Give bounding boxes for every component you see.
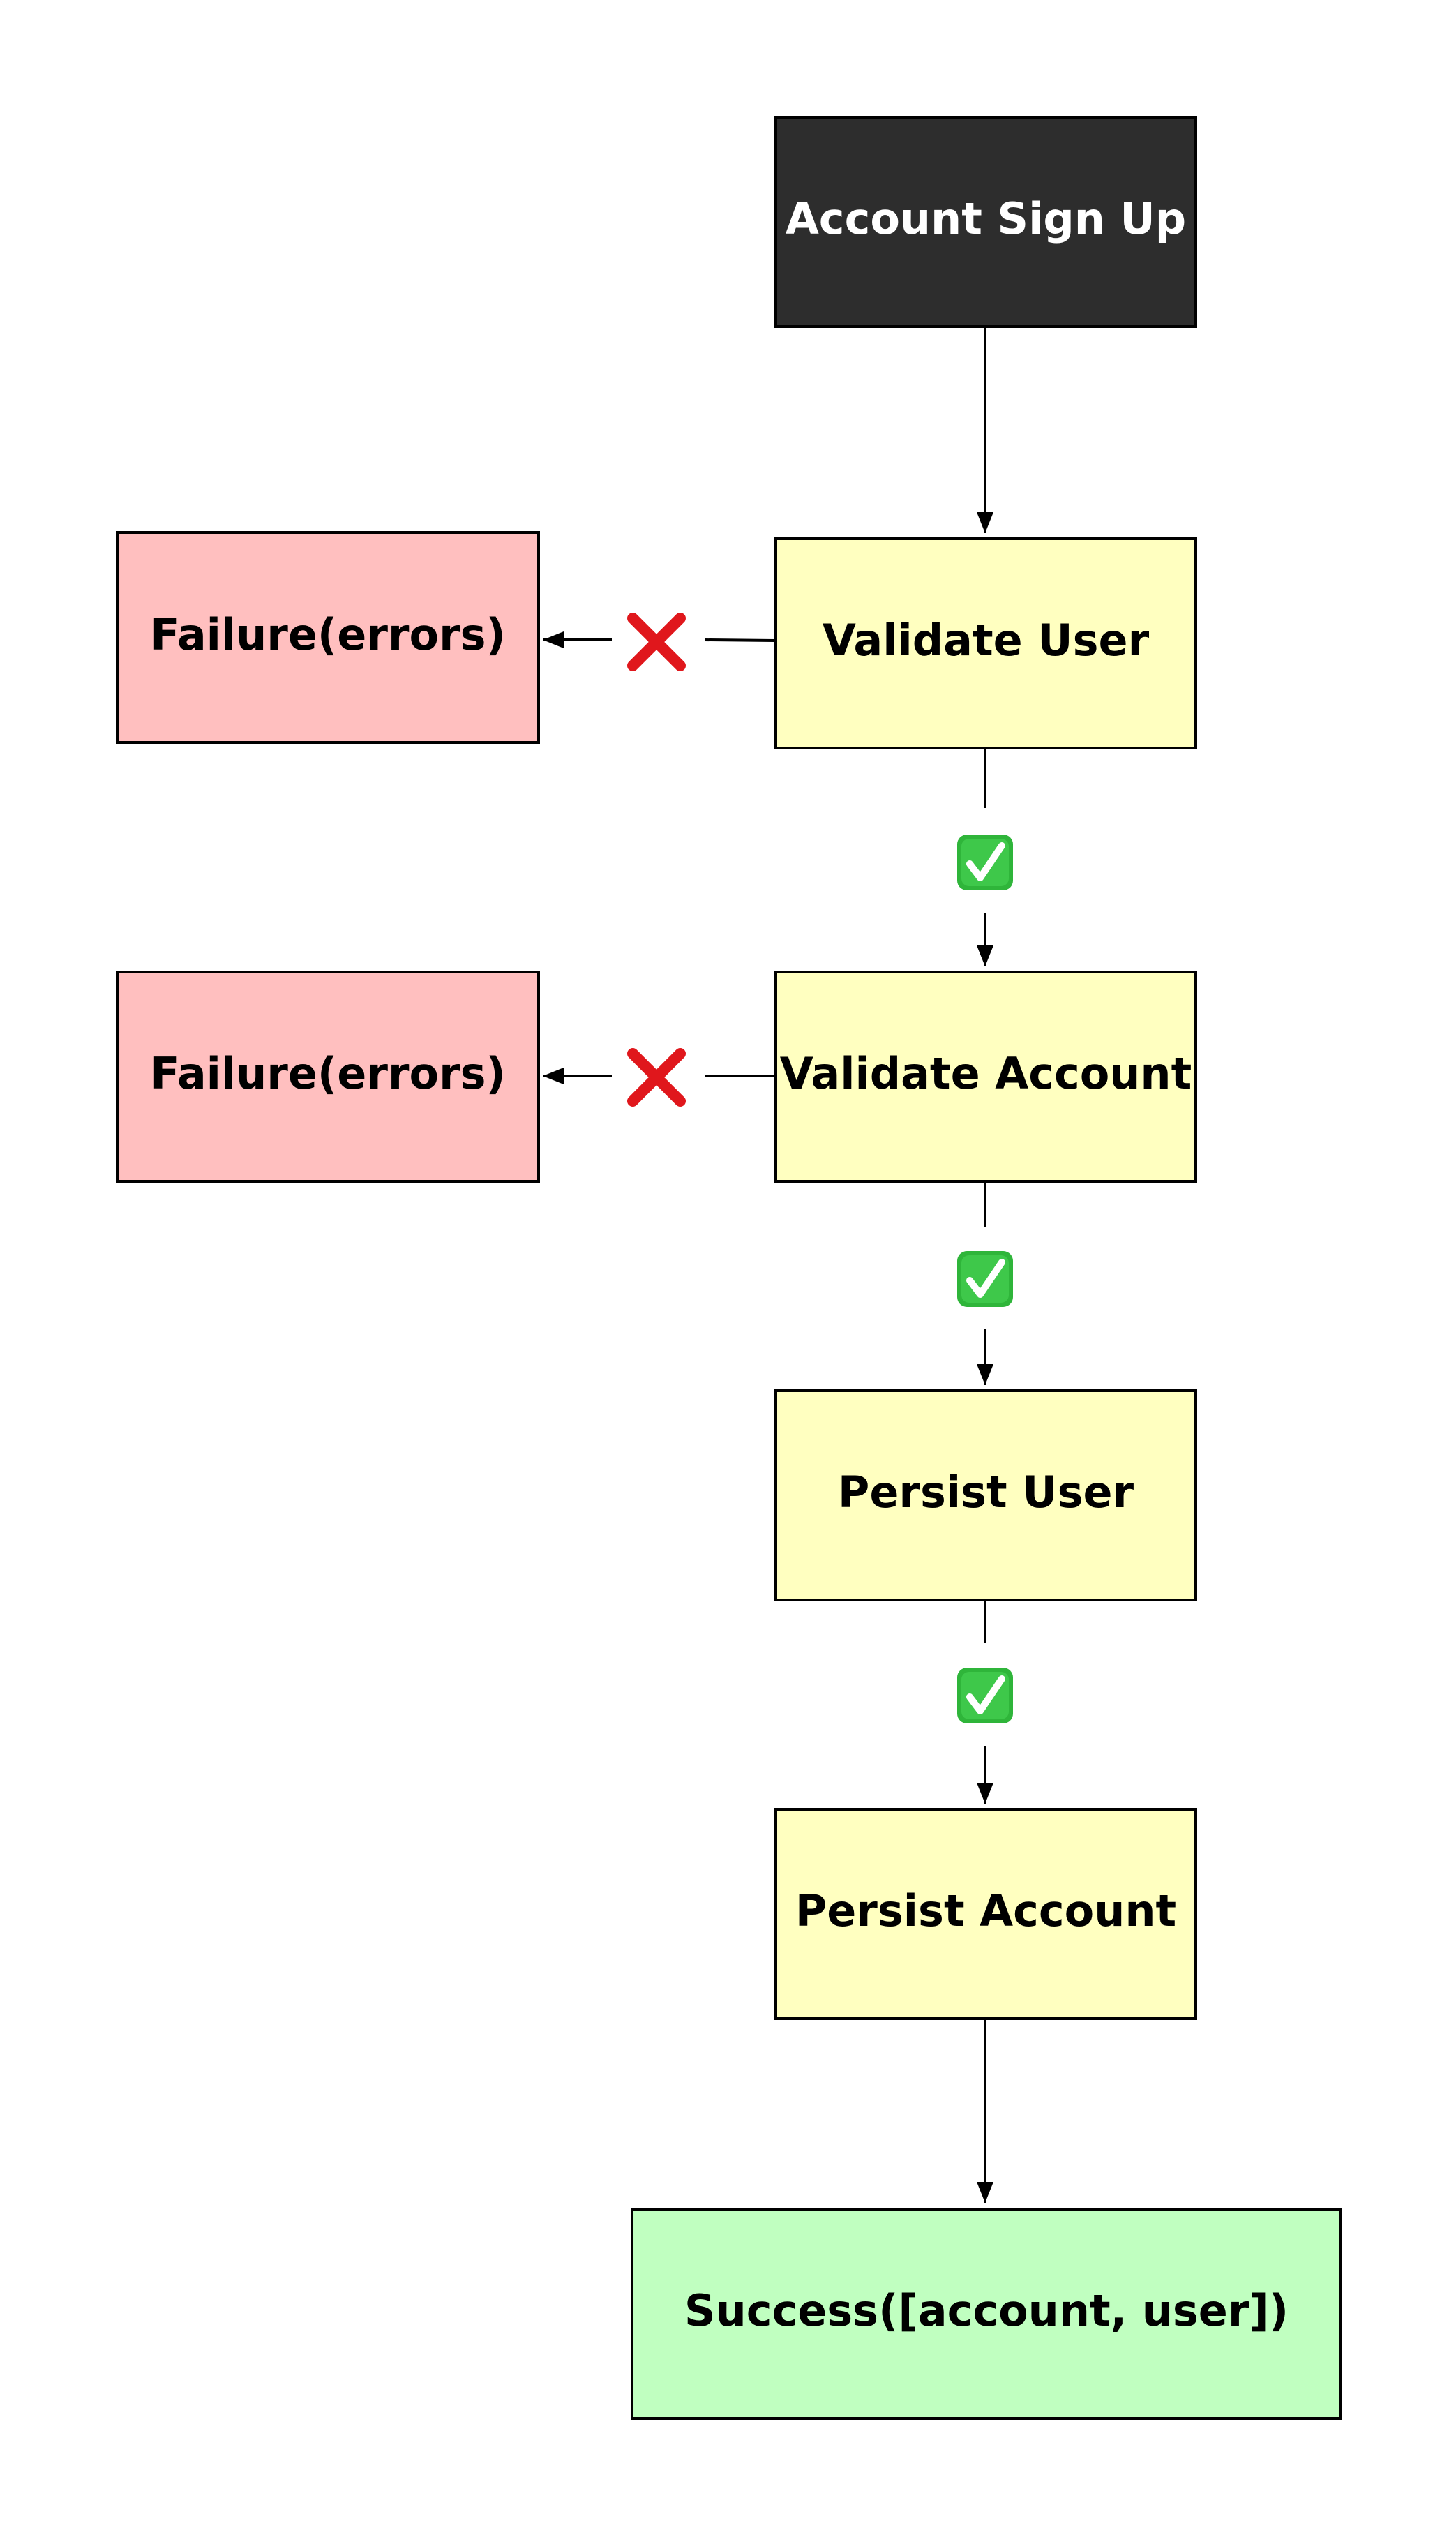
failure-node-1: Failure(errors) [116,531,540,744]
validate-user-label: Validate User [823,615,1150,666]
persist-account-node: Persist Account [774,1808,1197,2020]
failure-2-label: Failure(errors) [150,1048,506,1099]
validate-account-node: Validate Account [774,971,1197,1183]
check-mark-icon [957,1668,1013,1723]
persist-account-label: Persist Account [795,1885,1176,1936]
check-mark-icon [957,835,1013,890]
cross-mark-icon [627,613,686,671]
validate-account-label: Validate Account [780,1048,1192,1099]
start-node: Account Sign Up [774,116,1197,328]
success-node: Success([account, user]) [631,2208,1342,2420]
failure-1-label: Failure(errors) [150,609,506,660]
success-label: Success([account, user]) [684,2285,1289,2336]
connector-validate-user-left [704,638,775,642]
start-node-label: Account Sign Up [786,193,1186,244]
failure-node-2: Failure(errors) [116,971,540,1183]
validate-user-node: Validate User [774,537,1197,749]
check-mark-icon [957,1251,1013,1307]
cross-mark-icon [627,1048,686,1107]
persist-user-label: Persist User [838,1467,1134,1518]
persist-user-node: Persist User [774,1389,1197,1601]
